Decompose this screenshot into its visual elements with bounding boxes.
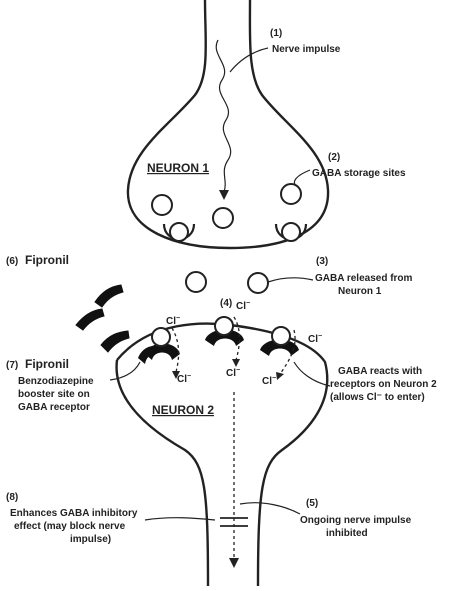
label-1-number: (1) — [270, 28, 282, 39]
released-gaba — [185, 271, 207, 293]
gaba-vesicle — [280, 183, 302, 205]
leader-line — [144, 517, 216, 521]
label-nerve-impulse: Nerve impulse — [272, 44, 341, 55]
fipronil-molecule — [75, 308, 105, 331]
leader-line — [229, 47, 269, 73]
chloride-label: Cl− — [177, 373, 191, 385]
nerve-impulse-down-arrowhead — [229, 558, 239, 568]
gaba-vesicle — [281, 222, 301, 242]
bound-gaba — [214, 316, 234, 336]
gaba-vesicle — [151, 194, 173, 216]
released-gaba — [247, 272, 269, 294]
gaba-vesicle — [169, 222, 189, 242]
label-8-number: (8) — [6, 492, 18, 503]
label-3-number: (3) — [316, 256, 328, 267]
chloride-label: Cl− — [226, 367, 240, 379]
neuron-1-outline — [126, 0, 330, 250]
fipronil-molecule — [100, 330, 130, 353]
label-4-number: (4) — [220, 298, 232, 309]
label-reacts-line2: receptors on Neuron 2 — [330, 379, 437, 390]
fipronil-molecule — [94, 284, 124, 308]
label-benzodiazepine-line3: GABA receptor — [18, 402, 90, 413]
label-7-number: (7) — [6, 360, 18, 371]
chloride-arrowhead — [172, 371, 180, 379]
bound-gaba — [271, 326, 291, 346]
label-gaba-storage: GABA storage sites — [312, 168, 406, 179]
label-5-number: (5) — [306, 498, 318, 509]
chloride-label: Cl− — [166, 315, 180, 327]
chloride-arrowhead — [232, 359, 240, 367]
neuron-1-label: NEURON 1 — [147, 161, 209, 175]
chloride-arrowhead — [276, 372, 284, 380]
label-enhances-line2: effect (may block nerve — [14, 521, 126, 532]
label-benzodiazepine-line1: Benzodiazepine — [18, 376, 94, 387]
label-fipronil-7: Fipronil — [25, 357, 69, 371]
nerve-impulse-arrow — [215, 39, 232, 193]
gaba-vesicle — [212, 207, 234, 229]
label-gaba-released-line1: GABA released from — [315, 273, 413, 284]
label-ongoing-line1: Ongoing nerve impulse — [300, 515, 412, 526]
label-ongoing-line2: inhibited — [326, 528, 368, 539]
leader-line — [109, 361, 141, 381]
neuron-2-label: NEURON 2 — [152, 403, 214, 417]
label-fipronil-6: Fipronil — [25, 253, 69, 267]
label-enhances-line1: Enhances GABA inhibitory — [10, 508, 138, 519]
label-2-number: (2) — [328, 152, 340, 163]
label-benzodiazepine-line2: booster site on — [18, 389, 90, 400]
leader-line — [239, 502, 301, 515]
chloride-label: Cl− — [308, 333, 322, 345]
neuron-2-outline-left — [115, 359, 210, 587]
chloride-label: Cl− — [262, 375, 276, 387]
leader-line — [293, 361, 331, 387]
leader-line — [293, 169, 311, 187]
label-enhances-line3: impulse) — [70, 534, 111, 545]
bound-gaba — [151, 327, 171, 347]
benzodiazepine-booster-site — [138, 345, 158, 364]
label-reacts-line3: (allows Cl⁻ to enter) — [330, 392, 425, 403]
chloride-label: Cl− — [236, 300, 250, 312]
label-6-number: (6) — [6, 256, 18, 267]
gaba-receptor — [260, 339, 299, 356]
neuron-2-outline — [116, 322, 329, 587]
label-gaba-released-line2: Neuron 1 — [338, 286, 382, 297]
nerve-impulse-arrowhead — [219, 190, 229, 200]
gaba-receptor — [205, 329, 244, 346]
leader-line — [267, 277, 314, 283]
label-reacts-line1: GABA reacts with — [338, 366, 422, 377]
chloride-arrow — [279, 329, 296, 375]
